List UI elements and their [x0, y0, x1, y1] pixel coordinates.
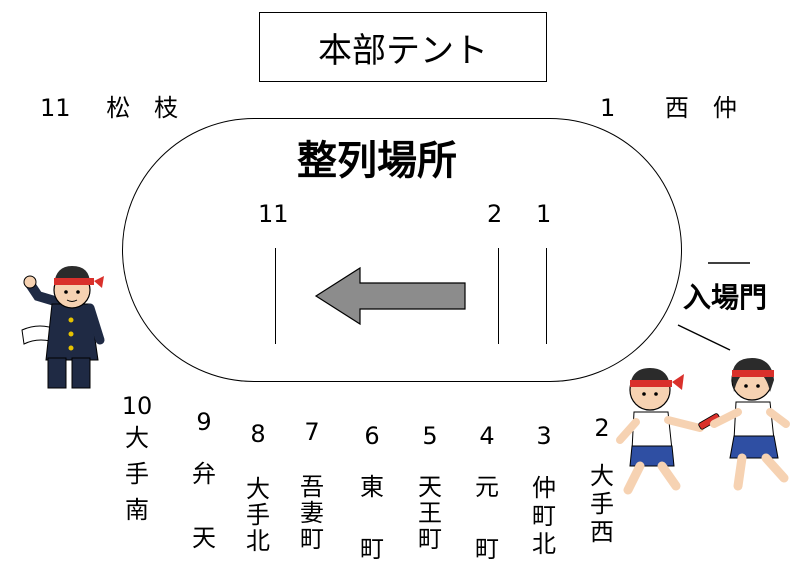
team-number: 7: [304, 418, 320, 446]
team-name-char: 妻: [300, 499, 324, 527]
headquarters-tent-label: 本部テント: [259, 12, 547, 82]
row-label-11: 11: [258, 200, 289, 228]
team-name-char: 町: [475, 535, 499, 563]
entrance-gate-label: 入場門: [683, 281, 768, 314]
team-label-7: 7 吾 妻 町: [292, 418, 332, 552]
team-name-char: 西: [590, 518, 614, 546]
team-label-10: 10 大 手 南: [117, 392, 157, 524]
team-number: 8: [250, 420, 266, 448]
team-number: 4: [479, 422, 495, 450]
team-name-char: 弁: [192, 460, 216, 488]
team-name-char: 仲: [532, 474, 556, 502]
team-name-char: 大: [590, 462, 614, 490]
team-label-3: 3 仲 町 北: [524, 422, 564, 558]
team-label-2: 2 大 手 西: [582, 414, 622, 546]
team-name-char: 天: [418, 473, 442, 501]
team-number: 5: [422, 422, 438, 450]
team-name-char: 東: [360, 473, 384, 501]
team-label-8: 8 大 手 北: [238, 420, 278, 554]
top-left-group-num: 11: [40, 94, 71, 122]
direction-arrow: [314, 266, 466, 326]
team-name-char: 南: [125, 496, 149, 524]
team-label-6: 6 東 町: [352, 422, 392, 562]
team-name-char: 天: [192, 524, 216, 552]
row-label-2: 2: [487, 200, 503, 228]
top-left-group-name: 松 枝: [106, 94, 179, 122]
row-label-1: 1: [536, 200, 552, 228]
team-label-5: 5 天 王 町: [410, 422, 450, 552]
team-name-char: 北: [246, 527, 270, 555]
cheerleader-illustration: [21, 266, 105, 389]
team-name-char: 大: [246, 475, 270, 503]
top-left-group-label: 11 松 枝: [40, 88, 178, 123]
team-number: 3: [536, 422, 552, 450]
team-name-char: 吾: [300, 473, 324, 501]
row-line-11: [275, 248, 276, 344]
relay-runners-illustration: [616, 358, 790, 495]
team-name-char: 町: [360, 535, 384, 563]
team-name-char: 手: [246, 501, 270, 529]
team-name-char: [184, 492, 224, 520]
team-name-char: 手: [590, 490, 614, 518]
team-name-char: 町: [418, 525, 442, 553]
team-number: 2: [594, 414, 610, 442]
team-name-char: 町: [300, 525, 324, 553]
team-name-char: [352, 500, 392, 526]
team-name-char: 町: [532, 502, 556, 530]
top-right-group-name: 西 仲: [664, 94, 737, 122]
team-label-9: 9 弁 天: [184, 408, 224, 552]
gate-line-bottom: [677, 324, 731, 351]
running-track-oval: [122, 118, 682, 382]
team-name-char: 手: [125, 460, 149, 488]
team-label-4: 4 元 町: [467, 422, 507, 562]
top-right-group-num: 1: [600, 94, 616, 122]
team-number: 10: [121, 392, 153, 420]
top-right-group-label: 1 西 仲: [600, 88, 737, 123]
team-name-char: 北: [532, 530, 556, 558]
team-name-char: [467, 500, 507, 526]
team-number: 6: [364, 422, 380, 450]
assembly-area-title: 整列場所: [297, 138, 457, 184]
row-line-1: [546, 248, 547, 344]
team-number: 9: [196, 408, 212, 436]
team-name-char: 王: [418, 499, 442, 527]
row-line-2: [498, 248, 499, 344]
team-name-char: 元: [475, 473, 499, 501]
team-name-char: 大: [125, 424, 149, 452]
